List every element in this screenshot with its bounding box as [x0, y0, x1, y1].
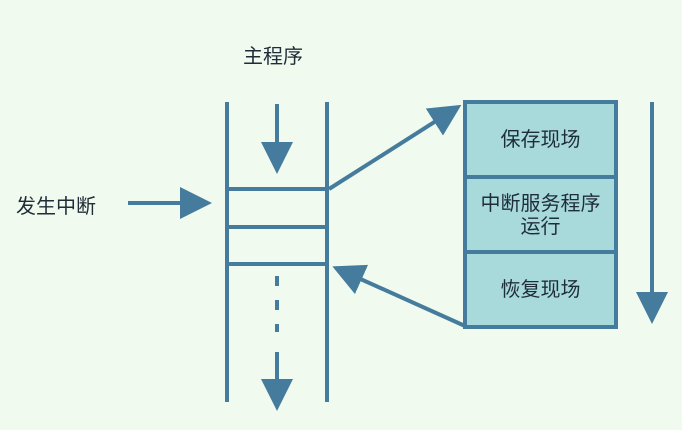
- jump-to-isr-arrow: [327, 104, 462, 191]
- isr-run-box: [463, 175, 618, 254]
- return-from-isr-arrow: [332, 264, 466, 328]
- save-context-label: 保存现场: [500, 127, 581, 151]
- main-program-label: 主程序: [243, 44, 303, 68]
- restore-context-label: 恢复现场: [500, 277, 581, 301]
- interrupt-occurs-label: 发生中断: [16, 194, 96, 218]
- isr-run-label: 中断服务程序 运行: [480, 190, 601, 238]
- restore-context-box: [463, 250, 618, 329]
- save-context-box: [463, 100, 618, 179]
